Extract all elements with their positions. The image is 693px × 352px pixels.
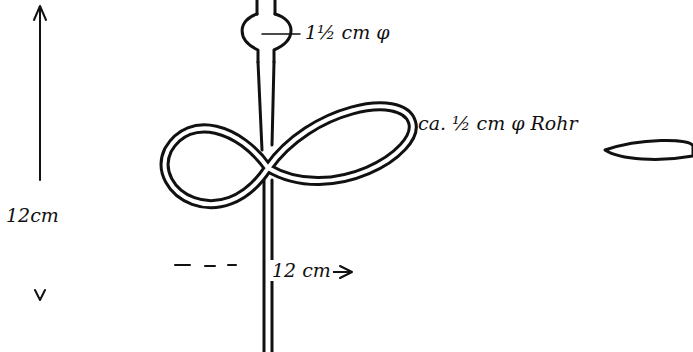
loop-tube: [165, 106, 413, 204]
dimension-label: 12 cm: [270, 260, 333, 281]
diameter-label: 1½ cm φ: [305, 22, 390, 43]
glass-tube: [258, 62, 274, 352]
loop-tube-inner: [165, 106, 413, 204]
arrow-head: [340, 266, 352, 278]
arrow-head: [34, 6, 46, 20]
dimension-label: 12cm: [6, 205, 59, 226]
arrow-head: [35, 290, 45, 300]
dimension-line: [39, 8, 41, 180]
tube-label: ca. ½ cm φ Rohr: [418, 113, 578, 134]
glass-bulb: [242, 0, 300, 62]
dimension-line: [175, 265, 236, 266]
cross-section: [605, 140, 693, 159]
